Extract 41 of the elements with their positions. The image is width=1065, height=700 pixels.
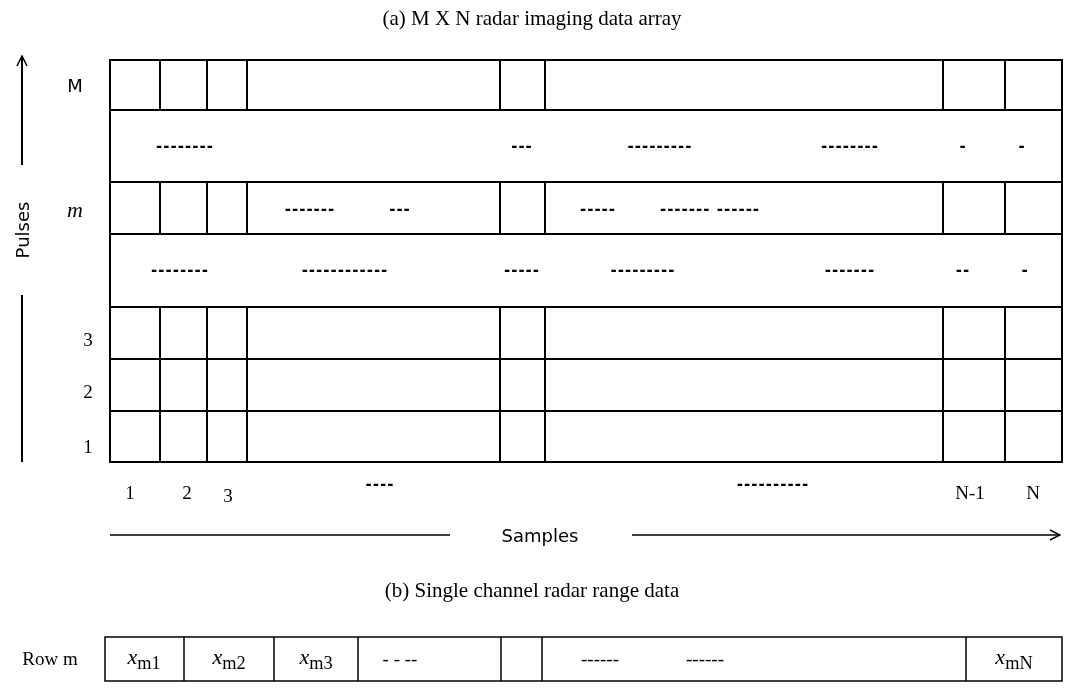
ellipsis-dashes: ------- bbox=[284, 200, 336, 218]
ellipsis-dashes: --------- bbox=[627, 137, 693, 155]
row-label: 2 bbox=[83, 381, 93, 403]
ellipsis-dashes: --------- bbox=[610, 261, 676, 279]
ellipsis-dashes: ---- bbox=[365, 475, 395, 493]
ellipsis-dashes: ------- bbox=[824, 261, 876, 279]
column-label: N bbox=[1026, 482, 1040, 504]
ellipsis-dashes: - bbox=[1021, 261, 1029, 279]
ellipsis-dashes: ---------- bbox=[736, 475, 810, 493]
ellipsis-dashes: --- bbox=[389, 200, 411, 218]
row-label: m bbox=[67, 197, 83, 223]
ellipsis-dashes: - bbox=[959, 137, 967, 155]
ellipsis-dashes: ------------ bbox=[301, 261, 389, 279]
ellipsis-dashes: -- bbox=[955, 261, 971, 279]
row-label: Row m bbox=[22, 648, 78, 670]
ellipsis-dashes: ----- bbox=[503, 261, 541, 279]
ellipsis-dashes: ------- ------ bbox=[659, 200, 761, 218]
axis-title: Pulses bbox=[11, 201, 33, 259]
row-label: 3 bbox=[83, 329, 93, 351]
column-label: 2 bbox=[182, 482, 192, 504]
ellipsis-dashes: ------ bbox=[686, 648, 724, 670]
data-value: x$_{m1}$ bbox=[127, 643, 161, 675]
ellipsis-dashes: - bbox=[1018, 137, 1026, 155]
ellipsis-dashes: --- bbox=[511, 137, 533, 155]
heading: (b) Single channel radar range data bbox=[384, 577, 680, 603]
ellipsis-dashes: -------- bbox=[151, 261, 209, 279]
data-value: x$_{m3}$ bbox=[299, 643, 333, 675]
data-value: x$_{mN}$ bbox=[995, 643, 1033, 675]
ellipsis-dashes: -------- bbox=[156, 137, 214, 155]
data-value: x$_{m2}$ bbox=[212, 643, 246, 675]
column-label: 3 bbox=[223, 485, 233, 507]
row-label: 1 bbox=[83, 436, 93, 458]
row-label: M bbox=[67, 74, 83, 96]
column-label: N-1 bbox=[955, 482, 985, 504]
ellipsis-dashes: -------- bbox=[821, 137, 879, 155]
heading: (a) M X N radar imaging data array bbox=[382, 5, 682, 31]
ellipsis-dashes: ----- bbox=[579, 200, 617, 218]
ellipsis-dashes: ------ bbox=[581, 648, 619, 670]
axis-title: Samples bbox=[501, 524, 579, 546]
column-label: 1 bbox=[125, 482, 135, 504]
ellipsis-dashes: - - -- bbox=[382, 648, 418, 670]
